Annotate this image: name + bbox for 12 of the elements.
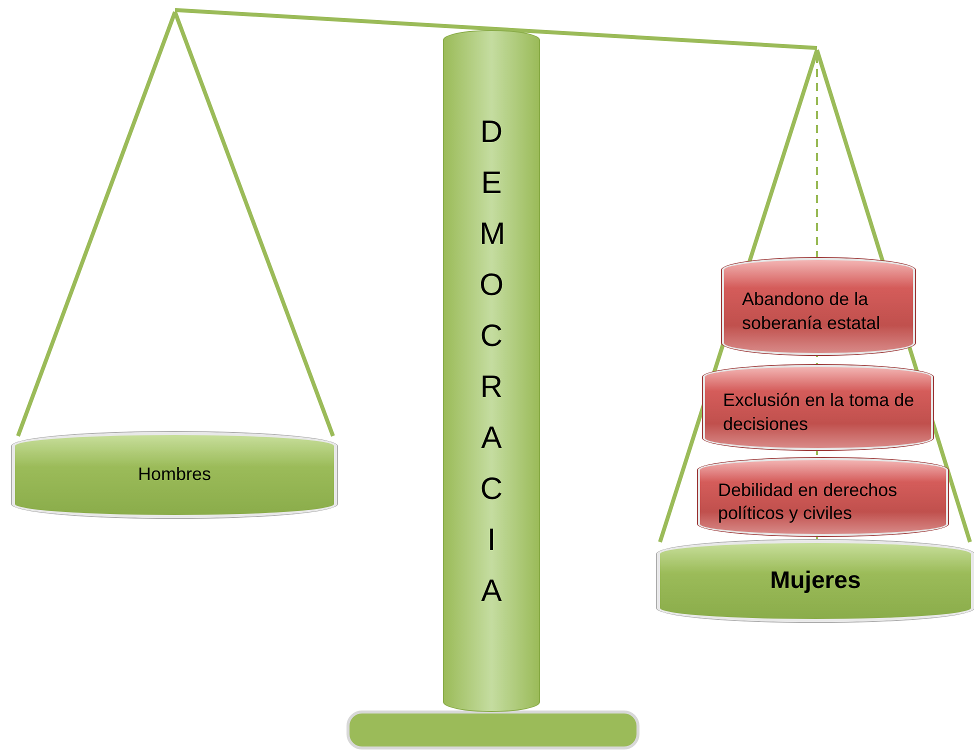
cylinder-block <box>703 365 933 450</box>
pan-label: Mujeres <box>770 566 861 596</box>
cylinder-block <box>722 258 915 355</box>
cylinder-block <box>698 458 948 536</box>
pan-label: Hombres <box>138 463 212 486</box>
pillar <box>443 30 540 712</box>
block-label: Debilidad en derechos políticos y civiles <box>718 478 898 525</box>
scale-pan <box>12 432 337 518</box>
block-label: Exclusión en la toma de decisiones <box>723 389 915 436</box>
scale-pan <box>657 540 974 622</box>
pillar-label: DEMOCRACIA <box>480 113 504 610</box>
block-label: Abandono de la soberanía estatal <box>742 288 882 334</box>
